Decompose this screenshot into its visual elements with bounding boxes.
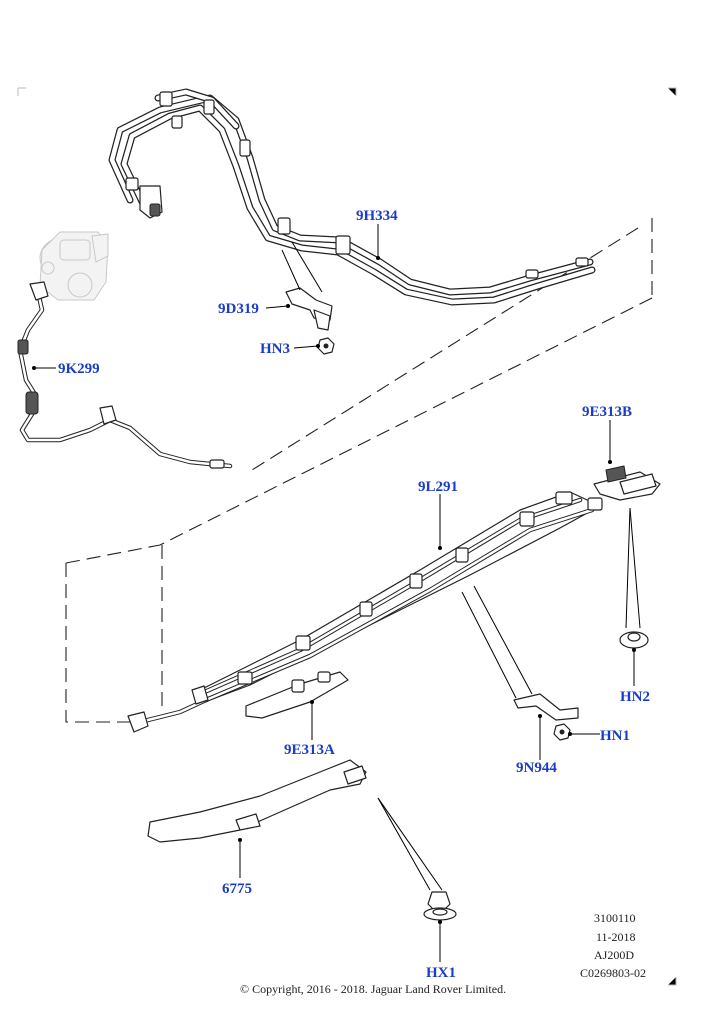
- label-leaders: [32, 224, 636, 962]
- bracket-9E313A: [245, 671, 349, 719]
- label-9K299: 9K299: [58, 361, 100, 377]
- corner-marks: [17, 87, 677, 986]
- bracket-9N944: [461, 585, 579, 721]
- label-9N944: 9N944: [516, 760, 557, 776]
- label-HN2: HN2: [620, 689, 650, 705]
- label-6775: 6775: [222, 881, 252, 897]
- nut-HN2: [619, 507, 649, 649]
- fuel-line-9K299: [17, 281, 233, 469]
- drawing-ref: C0269803-02: [580, 966, 646, 980]
- drawing-date: 11-2018: [596, 930, 636, 944]
- dashed-outline-lower: [65, 544, 163, 723]
- bracket-9E313B: [593, 465, 661, 501]
- drawing-number: 3100110: [594, 911, 636, 925]
- nut-HN3: [317, 337, 335, 355]
- label-9D319: 9D319: [218, 301, 259, 317]
- drawing-model: AJ200D: [594, 948, 634, 962]
- fuel-line-assembly-9L291: [127, 491, 603, 733]
- label-HX1: HX1: [426, 965, 456, 981]
- label-9E313A: 9E313A: [284, 742, 335, 758]
- label-HN1: HN1: [600, 728, 630, 744]
- clip-HX1: [423, 891, 457, 921]
- engine-ghost-image: [39, 231, 109, 301]
- label-9E313B: 9E313B: [582, 404, 632, 420]
- nut-HN1: [553, 723, 571, 741]
- label-HN3: HN3: [260, 341, 290, 357]
- bracket-9D319: [281, 241, 333, 331]
- heat-shield-6775: [147, 759, 443, 891]
- label-9H334: 9H334: [356, 208, 398, 224]
- copyright-notice: © Copyright, 2016 - 2018. Jaguar Land Ro…: [240, 982, 506, 996]
- fuel-line-assembly-9H334: [108, 88, 596, 306]
- label-9L291: 9L291: [418, 479, 458, 495]
